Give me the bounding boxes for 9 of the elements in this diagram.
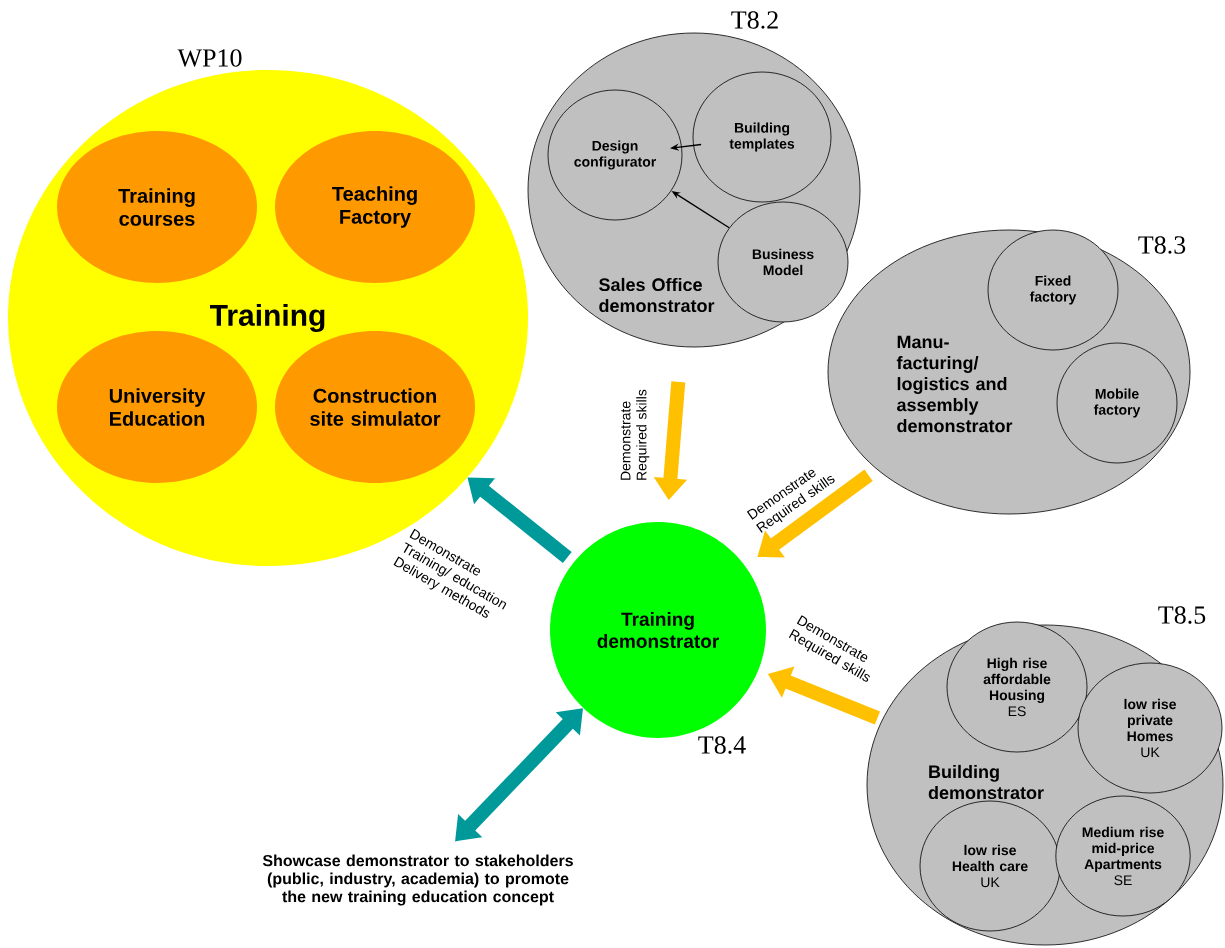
edge-label: Demonstrate Required skills (620, 389, 650, 480)
task-label: T8.5 (1158, 606, 1206, 624)
node-label: UK (1141, 747, 1160, 758)
task-label: T8.3 (1138, 236, 1186, 254)
task-label: WP10 (177, 49, 242, 67)
task-label: T8.2 (731, 11, 778, 29)
task-label: T8.4 (698, 736, 746, 754)
node-label: low rise private Homes (1124, 698, 1176, 742)
caption-text: Showcase demonstrator to stakeholders (public, industry, academia) to promote the new training education concept (262, 854, 573, 906)
